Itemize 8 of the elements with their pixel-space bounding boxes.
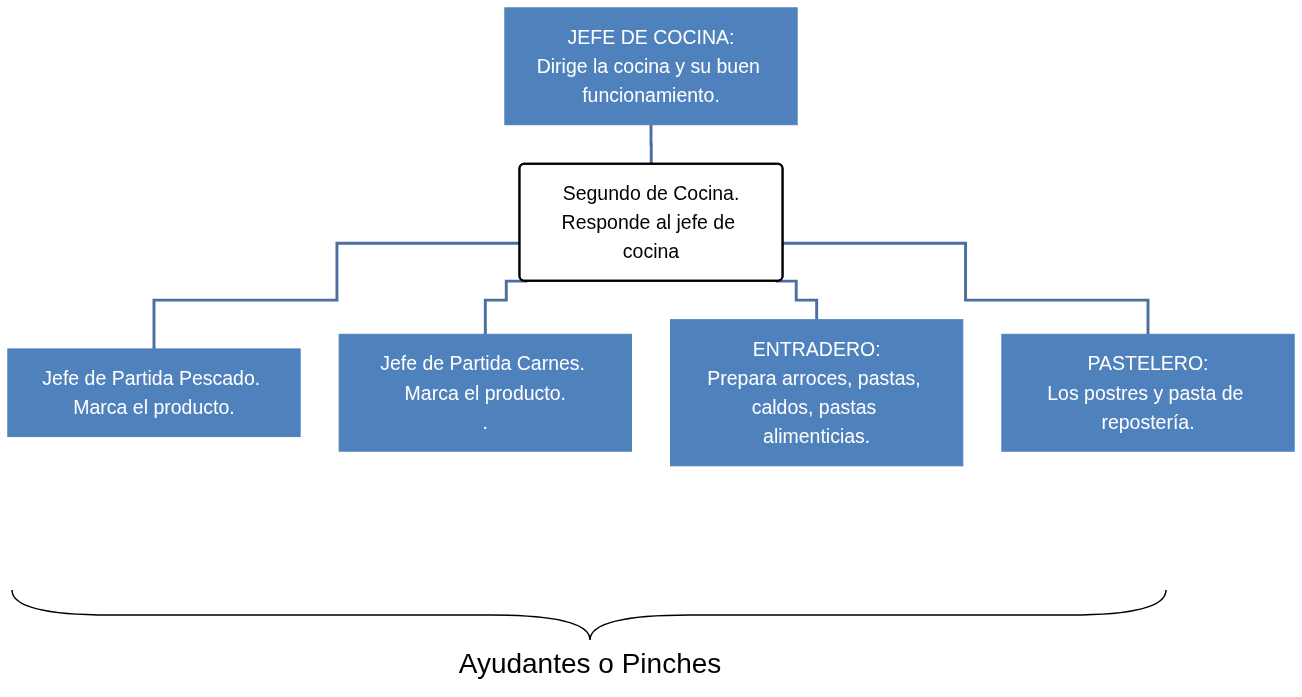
node-box: PASTELERO: Los postres y pasta de repostería. — [1001, 333, 1295, 452]
group-label: Ayudantes o Pinches — [458, 648, 722, 679]
connector — [483, 279, 528, 336]
node-box: Jefe de Partida Pescado. Marca el producto. — [7, 348, 301, 438]
node-box: ENTRADERO: Prepara arroces, pastas, caldos, pastas alimenticias. — [670, 319, 964, 467]
connector — [783, 241, 1150, 336]
node-box: Jefe de Partida Carnes. Marca el producto. . — [338, 333, 632, 452]
node-box: JEFE DE COCINA: Dirige la cocina y su buen funcionamiento. — [504, 7, 798, 126]
